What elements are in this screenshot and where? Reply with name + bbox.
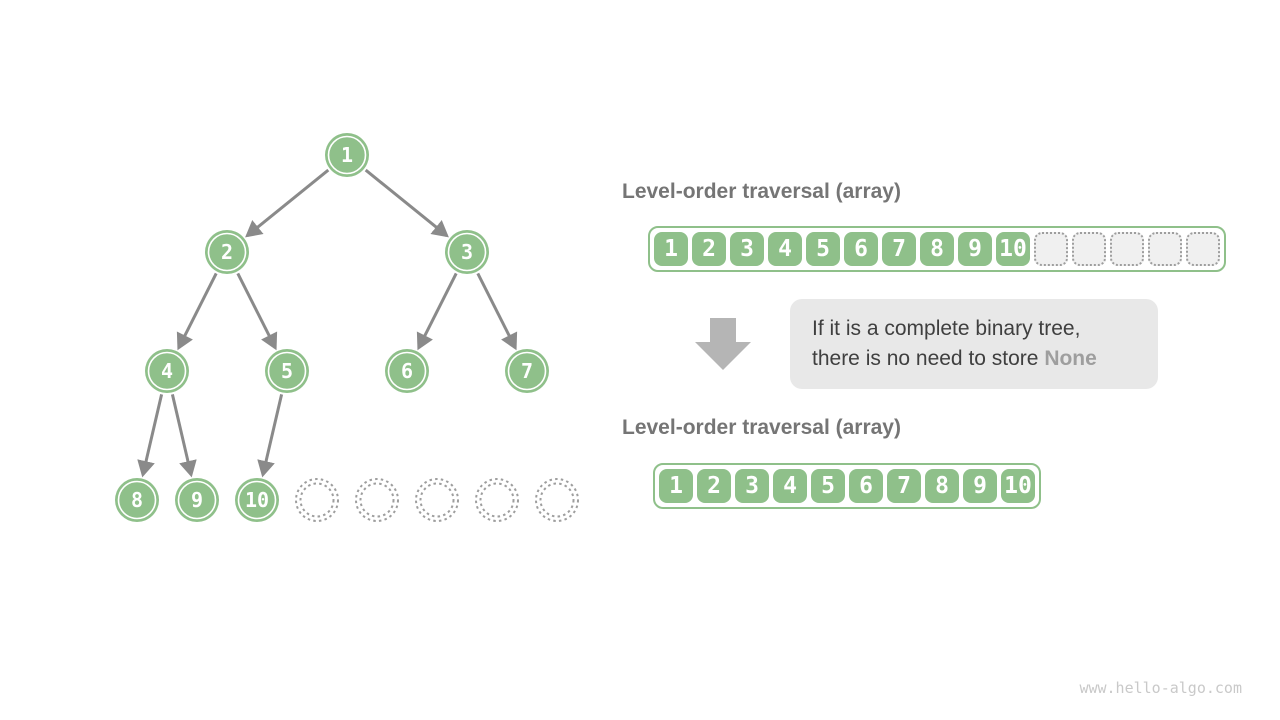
- tree-nodes: 1 2 3 4 5: [115, 133, 549, 522]
- bottom-array-heading: Level-order traversal (array): [622, 416, 901, 439]
- tree-edge-4-8: [137, 394, 164, 478]
- array-cell: 3: [730, 232, 764, 266]
- array-cell: 1: [654, 232, 688, 266]
- note-box: If it is a complete binary tree, there i…: [790, 299, 1158, 389]
- empty-node: [295, 478, 339, 522]
- tree-node-1-label: 1: [341, 143, 353, 167]
- tree-edge-5-10: [257, 394, 284, 478]
- watermark: www.hello-algo.com: [1079, 679, 1242, 697]
- array-cell: 7: [887, 469, 921, 503]
- empty-node: [475, 478, 519, 522]
- tree-edge-3-7: [476, 272, 518, 351]
- array-cell: 7: [882, 232, 916, 266]
- array-cell: 10: [1001, 469, 1035, 503]
- top-array-heading: Level-order traversal (array): [622, 180, 901, 203]
- bottom-array: 1 2 3 4 5 6 7 8 9 10: [653, 463, 1041, 509]
- tree-node-8-label: 8: [131, 488, 143, 512]
- tree-node-3: 3: [445, 230, 489, 274]
- tree-node-2-label: 2: [221, 240, 233, 264]
- tree-node-9: 9: [175, 478, 219, 522]
- note-line2-prefix: there is no need to store: [812, 347, 1045, 370]
- array-cell: 8: [920, 232, 954, 266]
- array-empty-cell: [1034, 232, 1068, 266]
- tree-empty-nodes: [295, 478, 579, 522]
- tree-node-10-label: 10: [245, 488, 269, 512]
- note-line1: If it is a complete binary tree,: [812, 317, 1081, 340]
- tree-node-10: 10: [235, 478, 279, 522]
- tree-node-6-label: 6: [401, 359, 413, 383]
- top-array: 1 2 3 4 5 6 7 8 9 10: [648, 226, 1226, 272]
- array-cell: 2: [692, 232, 726, 266]
- array-cell: 4: [773, 469, 807, 503]
- array-empty-cell: [1110, 232, 1144, 266]
- tree-node-8: 8: [115, 478, 159, 522]
- array-cell: 5: [811, 469, 845, 503]
- down-arrow-icon: [695, 318, 751, 370]
- array-cell: 9: [958, 232, 992, 266]
- tree-edge-1-2: [245, 168, 330, 238]
- array-cell: 1: [659, 469, 693, 503]
- tree-edge-4-9: [170, 394, 197, 478]
- tree-node-5: 5: [265, 349, 309, 393]
- tree-edge-2-5: [236, 272, 278, 351]
- array-empty-cell: [1148, 232, 1182, 266]
- tree-node-9-label: 9: [191, 488, 203, 512]
- binary-tree-diagram: 1 2 3 4 5: [115, 133, 579, 522]
- array-cell: 9: [963, 469, 997, 503]
- array-cell: 10: [996, 232, 1030, 266]
- array-cell: 6: [844, 232, 878, 266]
- array-cell: 3: [735, 469, 769, 503]
- tree-node-1: 1: [325, 133, 369, 177]
- tree-edge-3-6: [416, 272, 458, 351]
- tree-edge-1-3: [364, 168, 449, 238]
- note-none-highlight: None: [1044, 347, 1097, 370]
- array-cell: 6: [849, 469, 883, 503]
- array-cell: 8: [925, 469, 959, 503]
- tree-edges: [137, 168, 518, 478]
- array-cell: 4: [768, 232, 802, 266]
- tree-node-6: 6: [385, 349, 429, 393]
- tree-node-3-label: 3: [461, 240, 473, 264]
- array-empty-cell: [1186, 232, 1220, 266]
- array-empty-cell: [1072, 232, 1106, 266]
- empty-node: [355, 478, 399, 522]
- tree-node-4: 4: [145, 349, 189, 393]
- tree-node-7: 7: [505, 349, 549, 393]
- empty-node: [415, 478, 459, 522]
- tree-edge-2-4: [176, 272, 218, 351]
- array-cell: 2: [697, 469, 731, 503]
- tree-node-4-label: 4: [161, 359, 173, 383]
- tree-node-2: 2: [205, 230, 249, 274]
- tree-node-7-label: 7: [521, 359, 533, 383]
- empty-node: [535, 478, 579, 522]
- array-cell: 5: [806, 232, 840, 266]
- note-line2: there is no need to store None: [812, 344, 1158, 374]
- tree-node-5-label: 5: [281, 359, 293, 383]
